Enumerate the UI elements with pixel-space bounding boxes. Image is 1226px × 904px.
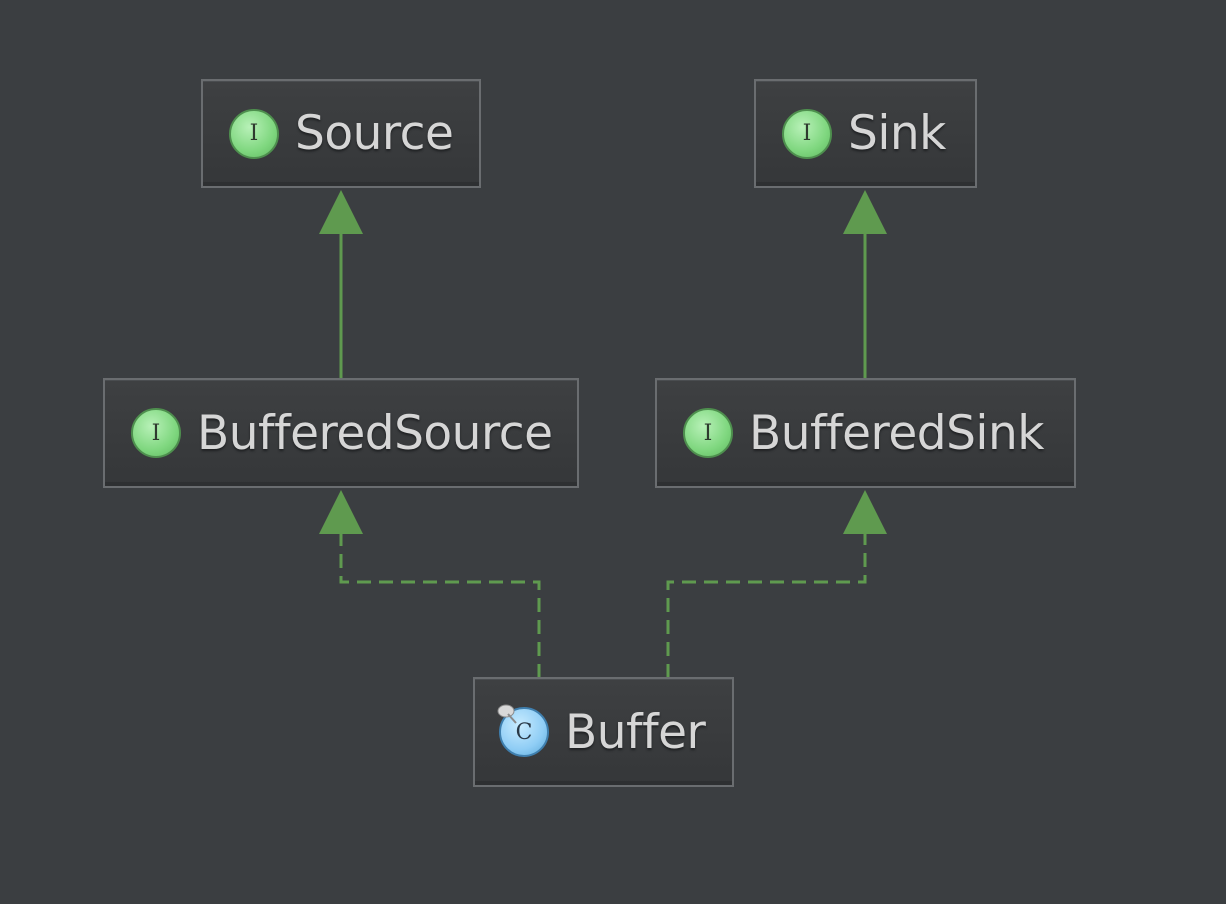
interface-icon: I — [229, 108, 279, 159]
interface-icon: I — [782, 108, 832, 159]
node-buffer[interactable]: C Buffer — [473, 677, 734, 787]
arrowhead-icon — [843, 190, 887, 234]
node-bufferedsource[interactable]: I BufferedSource — [103, 378, 579, 488]
class-badge-letter: C — [515, 719, 533, 745]
edge-bufferedsink-extends-sink — [843, 190, 887, 378]
interface-icon: I — [683, 408, 733, 458]
node-label: BufferedSink — [749, 405, 1044, 461]
node-label: BufferedSource — [197, 405, 553, 461]
node-bufferedsink[interactable]: I BufferedSink — [655, 378, 1076, 488]
node-label: Source — [295, 106, 454, 161]
arrowhead-icon — [843, 490, 887, 534]
edge-buffer-implements-bufferedsource — [319, 490, 541, 678]
node-source[interactable]: I Source — [201, 79, 481, 188]
edge-buffer-implements-bufferedsink — [666, 490, 887, 678]
interface-icon: I — [131, 408, 181, 458]
node-label: Buffer — [565, 704, 706, 760]
node-label: Sink — [848, 106, 946, 161]
arrowhead-icon — [319, 490, 363, 534]
edge-bufferedsource-extends-source — [319, 190, 363, 378]
node-sink[interactable]: I Sink — [754, 79, 977, 188]
pin-icon — [497, 704, 517, 724]
class-icon: C — [497, 704, 549, 757]
arrowhead-icon — [319, 190, 363, 234]
